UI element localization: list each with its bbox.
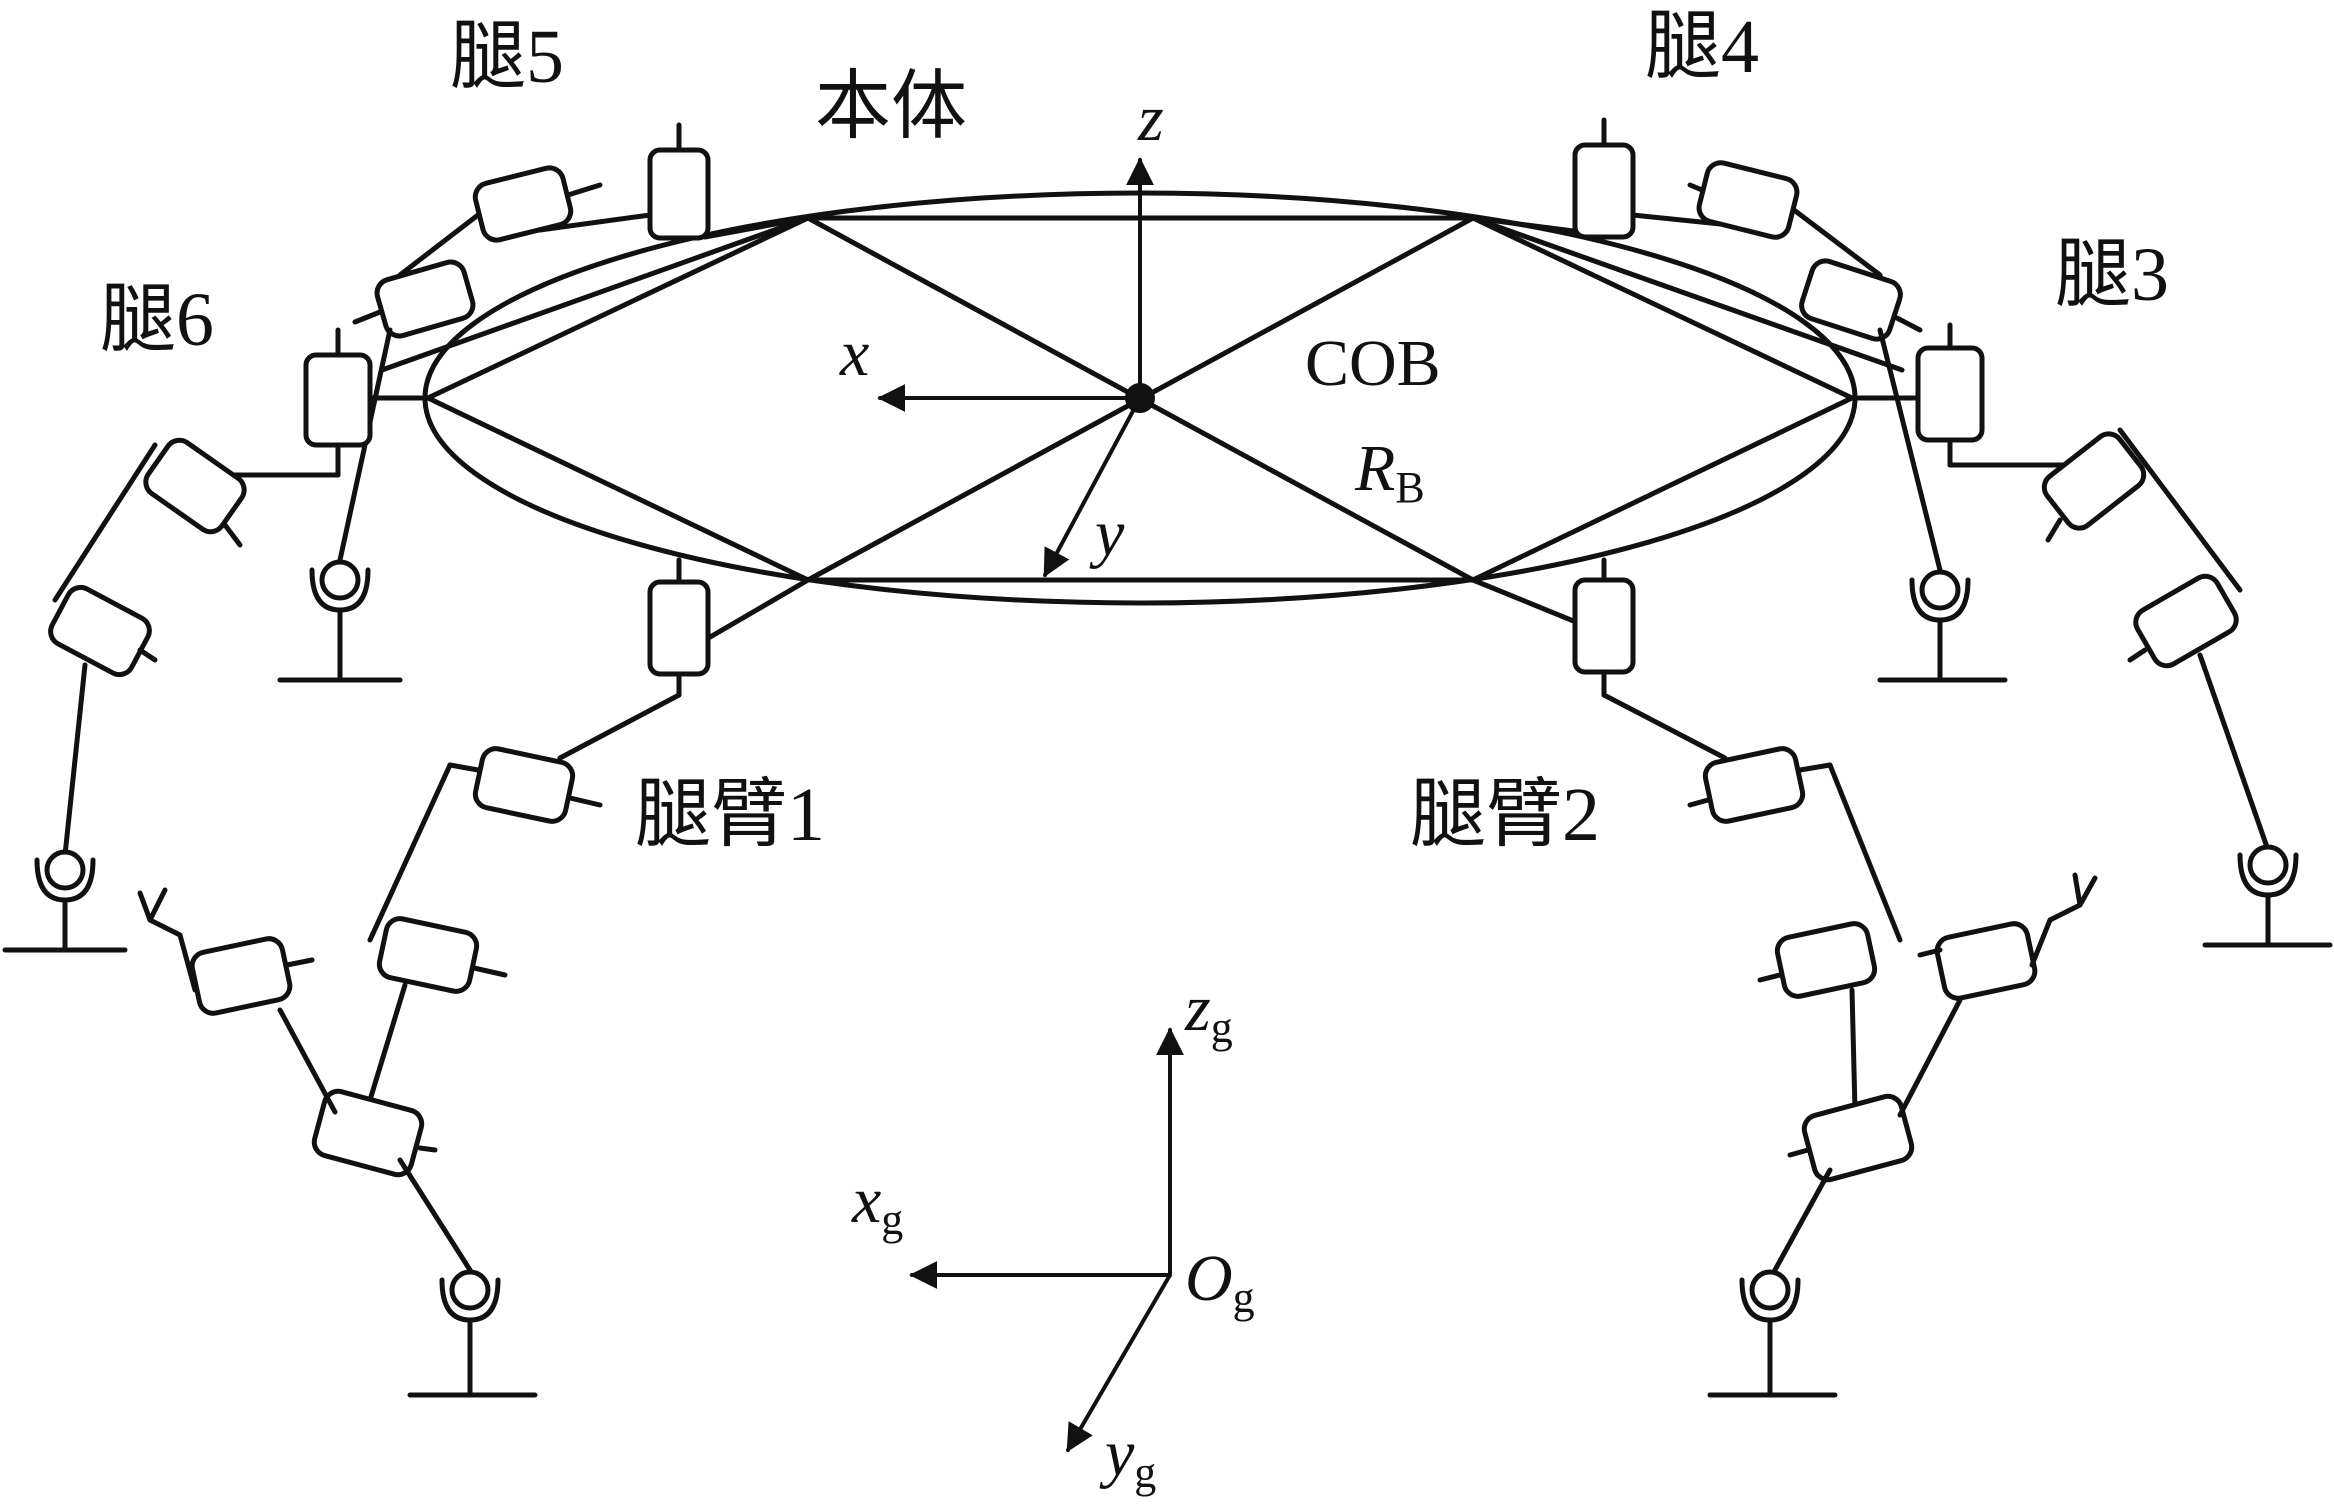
thigh-joint xyxy=(143,437,247,535)
label-leg-arm-1: 腿臂1 xyxy=(635,773,825,857)
gripper xyxy=(2047,872,2098,923)
thigh-joint xyxy=(472,165,574,243)
knee-joint xyxy=(374,259,476,339)
label-ground-z: zg xyxy=(1184,972,1233,1052)
body-y-axis xyxy=(1043,396,1142,578)
body-frame xyxy=(877,157,1155,578)
label-body: 本体 xyxy=(815,65,967,149)
hip-joint xyxy=(1915,345,1985,443)
foot-ball xyxy=(449,1269,491,1311)
label-ground-origin: Og xyxy=(1185,1242,1255,1322)
label-leg-6: 腿6 xyxy=(100,278,214,362)
thigh-joint xyxy=(1696,160,1800,240)
label-ground-x: xg xyxy=(851,1164,903,1244)
knee-joint xyxy=(1774,921,1878,999)
ground-y-axis xyxy=(1066,1273,1172,1453)
label-leg-arm-2: 腿臂2 xyxy=(1410,773,1600,857)
label-body-y: y xyxy=(1089,497,1125,570)
arm-joint xyxy=(1934,921,2038,1001)
hip-joint xyxy=(647,579,711,677)
ground-frame xyxy=(909,1027,1184,1453)
hip-joint xyxy=(303,352,373,448)
arm-joint xyxy=(189,936,293,1016)
leg-arm-2 xyxy=(1572,557,2098,1398)
leg-arm-1 xyxy=(137,557,711,1398)
foot-ball xyxy=(2247,844,2289,886)
label-cob: COB xyxy=(1305,327,1441,400)
knee-joint xyxy=(2133,573,2239,669)
leg-6 xyxy=(2,327,373,953)
foot-ball xyxy=(319,559,361,601)
label-leg-3: 腿3 xyxy=(2055,233,2169,317)
foot-ball xyxy=(44,849,86,891)
foot-ball xyxy=(1749,1269,1791,1311)
cob-point xyxy=(1125,383,1155,413)
leg-5 xyxy=(277,122,711,683)
wrist-joint xyxy=(1801,1093,1915,1183)
thigh-joint xyxy=(1702,746,1806,824)
label-leg-4: 腿4 xyxy=(1645,5,1759,89)
gripper xyxy=(137,887,183,938)
robot-body xyxy=(367,190,1921,643)
knee-joint xyxy=(1799,258,1903,342)
leg-3 xyxy=(1915,322,2333,948)
label-ground-y: yg xyxy=(1099,1417,1156,1497)
hip-joint xyxy=(1572,142,1636,240)
label-radius: RB xyxy=(1354,432,1425,512)
label-body-x: x xyxy=(839,317,869,390)
label-body-z: z xyxy=(1137,82,1164,155)
knee-joint xyxy=(376,916,480,994)
label-leg-5: 腿5 xyxy=(450,15,564,99)
thigh-joint xyxy=(472,746,576,824)
knee-joint xyxy=(48,584,152,678)
hip-joint xyxy=(1572,577,1636,675)
foot-ball xyxy=(1919,569,1961,611)
wrist-joint xyxy=(311,1088,425,1178)
hip-joint xyxy=(647,147,711,241)
thigh-joint xyxy=(2041,431,2147,531)
leg-4 xyxy=(1572,117,2008,683)
